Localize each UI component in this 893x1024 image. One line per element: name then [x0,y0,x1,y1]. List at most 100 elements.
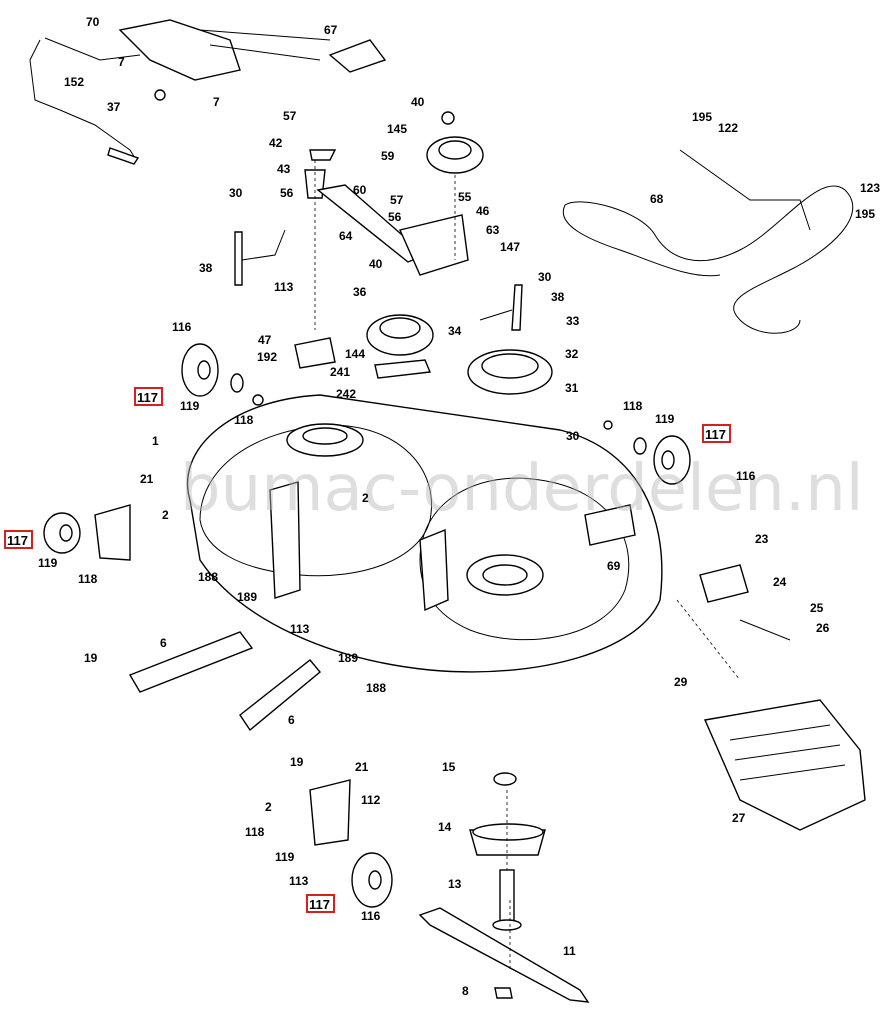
part-label: 144 [345,347,365,361]
gauge-wheel-upper-right [603,420,691,485]
part-label: 241 [330,365,350,379]
part-label: 38 [199,261,213,275]
lift-link-upper [128,631,254,693]
part-label: 15 [442,760,456,774]
highlight-label-text: 117 [7,533,28,548]
part-label: 152 [64,75,84,89]
part-label: 40 [369,257,383,271]
idler-arm-47 [294,337,336,369]
part-label: 192 [257,350,277,364]
part-label: 30 [229,186,243,200]
part-label: 7 [213,95,220,109]
part-label: 25 [810,601,824,615]
part-label: 118 [78,572,98,586]
bracket-38-left [234,229,286,286]
part-label: 119 [655,412,675,426]
part-label: 7 [118,55,125,69]
part-label: 63 [486,223,500,237]
bracket-38-right [479,284,523,331]
upper-pulley-group [304,111,553,395]
part-label: 67 [324,23,338,37]
part-label: 6 [288,713,295,727]
part-label: 116 [736,469,756,483]
part-label: 118 [245,825,265,839]
part-label: 69 [607,559,621,573]
mower-blade [418,907,590,1003]
part-label: 242 [336,387,356,401]
drive-belt [562,149,854,334]
highlight-label: 117 [4,530,33,549]
part-label: 59 [381,149,395,163]
part-label: 64 [339,229,353,243]
highlight-label-text: 117 [705,427,726,442]
mower-deck-housing [186,394,663,673]
part-label: 19 [290,755,304,769]
highlight-label: 117 [306,894,335,913]
part-label: 23 [755,532,769,546]
lift-cable-assembly [29,19,331,165]
part-label: 116 [361,909,381,923]
part-label: 188 [198,570,218,584]
part-label: 42 [269,136,283,150]
part-label: 2 [362,491,369,505]
part-label: 14 [438,820,452,834]
part-label: 27 [732,811,746,825]
part-label: 46 [476,204,490,218]
part-label: 43 [277,162,291,176]
part-label: 32 [565,347,579,361]
part-label: 21 [355,760,369,774]
part-label: 26 [816,621,830,635]
highlighted-callouts: 117 117 117 117 [4,387,731,913]
discharge-chute [699,564,866,831]
watermark: bumac-onderdelen.nl [180,452,864,526]
part-label: 24 [773,575,787,589]
slotted-cover-67 [328,39,387,73]
part-label: 68 [650,192,664,206]
part-label: 112 [361,793,381,807]
part-label: 2 [162,508,169,522]
part-label: 38 [551,290,565,304]
gauge-wheel-upper-left [181,343,264,406]
gauge-wheel-left [43,504,131,561]
part-label: 118 [234,413,254,427]
part-callouts: 70 67 7 152 37 7 57 40 145 42 59 43 56 6… [38,15,880,998]
part-label: 195 [692,110,712,124]
part-label: 56 [280,186,294,200]
part-label: 113 [290,622,310,636]
part-label: 145 [387,122,407,136]
part-label: 29 [674,675,688,689]
part-label: 33 [566,314,580,328]
part-label: 60 [353,183,367,197]
part-label: 31 [565,381,579,395]
part-label: 34 [448,324,462,338]
part-label: 55 [458,190,472,204]
part-label: 147 [500,240,520,254]
gauge-wheel-lower [309,779,393,908]
part-label: 57 [390,193,404,207]
part-label: 195 [855,207,875,221]
part-label: 40 [411,95,425,109]
part-label: 30 [566,429,580,443]
part-label: 8 [462,984,469,998]
part-label: 6 [160,636,167,650]
part-label: 21 [140,472,154,486]
part-label: 30 [538,270,552,284]
part-label: 37 [107,100,121,114]
lift-link-lower [239,659,321,732]
part-label: 119 [180,399,200,413]
part-label: 189 [338,651,358,665]
spindle-assembly [469,772,546,931]
highlight-label: 117 [702,424,731,443]
part-label: 70 [86,15,100,29]
highlight-label: 117 [134,387,163,406]
part-label: 13 [448,877,462,891]
part-label: 36 [353,285,367,299]
part-label: 56 [388,210,402,224]
part-label: 47 [258,333,272,347]
part-label: 189 [237,590,257,604]
highlight-label-text: 117 [137,390,158,405]
part-label: 57 [283,109,297,123]
part-label: 113 [289,874,309,888]
part-label: 123 [860,181,880,195]
